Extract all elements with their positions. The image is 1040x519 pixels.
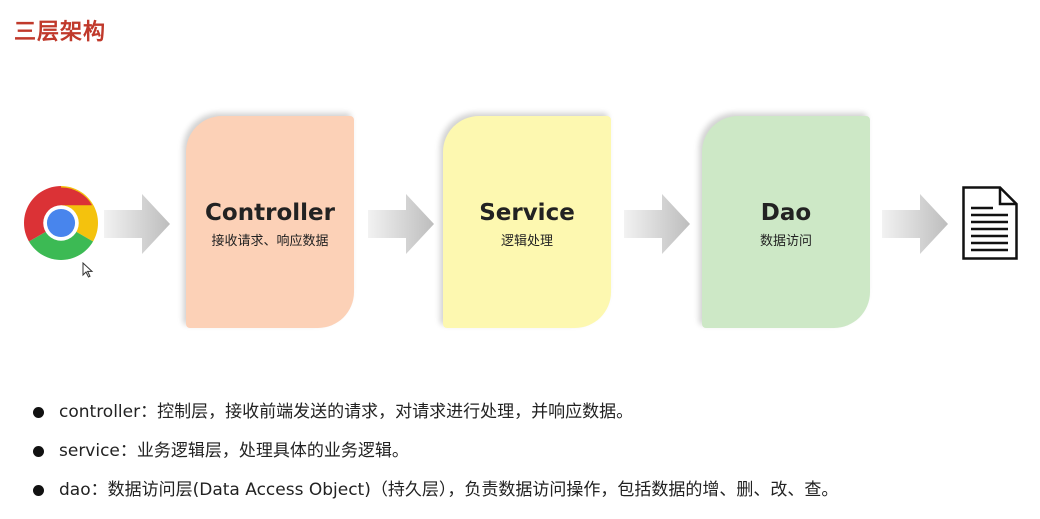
controller-title: Controller (205, 200, 335, 226)
list-item: dao：数据访问层(Data Access Object)（持久层），负责数据访… (30, 475, 838, 514)
controller-layer-box: Controller 接收请求、响应数据 (186, 116, 354, 328)
list-item: controller：控制层，接收前端发送的请求，对请求进行处理，并响应数据。 (30, 397, 838, 436)
layer-description-list: controller：控制层，接收前端发送的请求，对请求进行处理，并响应数据。 … (30, 397, 838, 514)
slide-title: 三层架构 (14, 20, 107, 45)
dao-subtitle: 数据访问 (759, 234, 812, 249)
dao-layer-box: Dao 数据访问 (702, 116, 870, 328)
controller-subtitle: 接收请求、响应数据 (211, 234, 329, 249)
dao-title: Dao (760, 200, 812, 226)
bullet-dot (33, 446, 44, 457)
bullet-dot (33, 407, 44, 418)
right-arrow-icon (104, 194, 170, 254)
right-arrow-icon (624, 194, 690, 254)
bullet-text-dao: dao：数据访问层(Data Access Object)（持久层），负责数据访… (59, 480, 839, 500)
bullet-dot (33, 485, 44, 496)
right-arrow-icon (368, 194, 434, 254)
chrome-browser-icon (24, 186, 98, 260)
list-item: service：业务逻辑层，处理具体的业务逻辑。 (30, 436, 838, 475)
mouse-cursor-icon (82, 262, 94, 278)
service-layer-box: Service 逻辑处理 (443, 116, 611, 328)
right-arrow-icon (882, 194, 948, 254)
bullet-text-controller: controller：控制层，接收前端发送的请求，对请求进行处理，并响应数据。 (59, 402, 634, 422)
document-icon (962, 186, 1018, 260)
bullet-text-service: service：业务逻辑层，处理具体的业务逻辑。 (59, 441, 409, 461)
service-subtitle: 逻辑处理 (500, 234, 553, 249)
service-title: Service (479, 200, 575, 226)
